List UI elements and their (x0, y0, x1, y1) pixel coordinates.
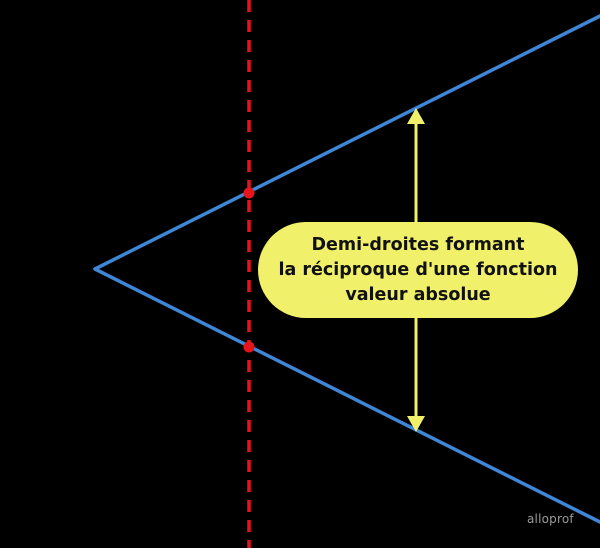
label-line-2: la réciproque d'une fonction (278, 259, 558, 280)
alloprof-logo: alloprof (527, 512, 574, 526)
arrow-head-up-icon (407, 108, 425, 124)
label-line-3: valeur absolue (345, 284, 491, 305)
upper-ray (93, 14, 600, 271)
intersection-point-upper (243, 187, 255, 199)
label-line-1: Demi-droites formant (311, 234, 525, 255)
arrow-head-down-icon (407, 416, 425, 432)
lower-ray (93, 267, 600, 524)
intersection-point-lower (243, 341, 255, 353)
ray-description-label: Demi-droites formant la réciproque d'une… (258, 222, 578, 318)
